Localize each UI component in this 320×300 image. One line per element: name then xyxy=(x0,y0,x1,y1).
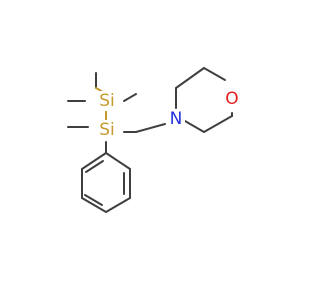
phenyl-double-bond-inner-2 xyxy=(84,194,103,206)
morpholine-bond-top-o xyxy=(203,67,226,81)
nitrogen-label-bg xyxy=(167,109,185,129)
bond-ch2-to-n xyxy=(135,123,166,133)
si-bottom-label: Si xyxy=(99,120,115,140)
morpholine-bond-lower-n xyxy=(184,120,205,133)
phenyl-bond-6 xyxy=(81,152,107,170)
oxygen-label: O xyxy=(225,89,238,109)
morpholine-bond-lower-right xyxy=(203,115,233,133)
phenyl-ring xyxy=(81,152,131,213)
morpholine-ring xyxy=(175,67,233,133)
dimethylphenylsilyl-bonds xyxy=(67,123,166,154)
si-top-label-bg xyxy=(95,91,119,111)
morpholine-bond-upper-top xyxy=(175,67,205,89)
phenyl-bond-4 xyxy=(81,197,107,213)
si-bottom-label-bg xyxy=(95,120,119,140)
phenyl-double-bond-inner-3 xyxy=(85,160,104,173)
atom-labels: Si Si N O xyxy=(95,88,241,140)
phenyl-bond-1 xyxy=(105,152,131,170)
phenyl-bond-3 xyxy=(105,197,131,213)
si-top-label: Si xyxy=(99,91,115,111)
molecule-structure-diagram: Si Si N O xyxy=(67,67,241,213)
oxygen-label-bg xyxy=(223,88,241,110)
bond-si-top-methyl-right xyxy=(123,93,137,102)
nitrogen-label: N xyxy=(170,109,183,129)
